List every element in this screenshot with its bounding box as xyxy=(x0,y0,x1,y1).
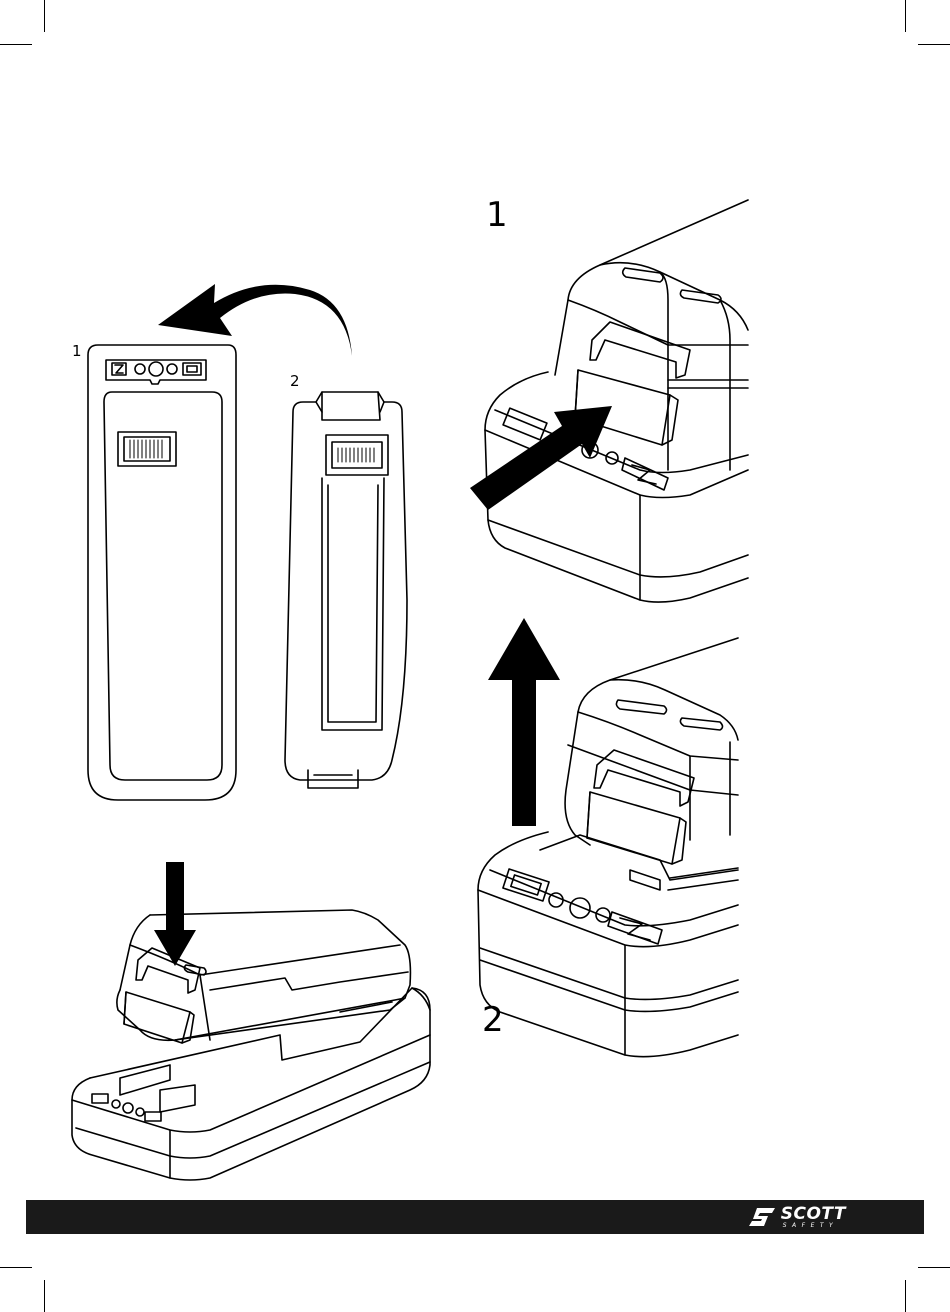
battery-back-label: 2 xyxy=(290,374,300,389)
up-arrow-icon xyxy=(488,618,560,826)
step-remove-label: 1 xyxy=(486,198,508,232)
battery-front-label: 1 xyxy=(72,344,82,359)
charger-remove-illustration xyxy=(485,200,748,602)
brand-logo: SCOTT SAFETY xyxy=(747,1205,846,1229)
battery-front-illustration xyxy=(88,345,236,800)
brand-name: SCOTT xyxy=(781,1206,846,1222)
brand-subtitle: SAFETY xyxy=(781,1222,846,1229)
footer-bar: SCOTT SAFETY xyxy=(26,1200,924,1234)
battery-back-illustration xyxy=(285,392,407,788)
scott-logo-icon xyxy=(747,1206,777,1228)
charger-insert-illustration xyxy=(72,910,430,1180)
brand-text: SCOTT SAFETY xyxy=(781,1206,846,1229)
step-lift-label: 2 xyxy=(482,1003,504,1037)
